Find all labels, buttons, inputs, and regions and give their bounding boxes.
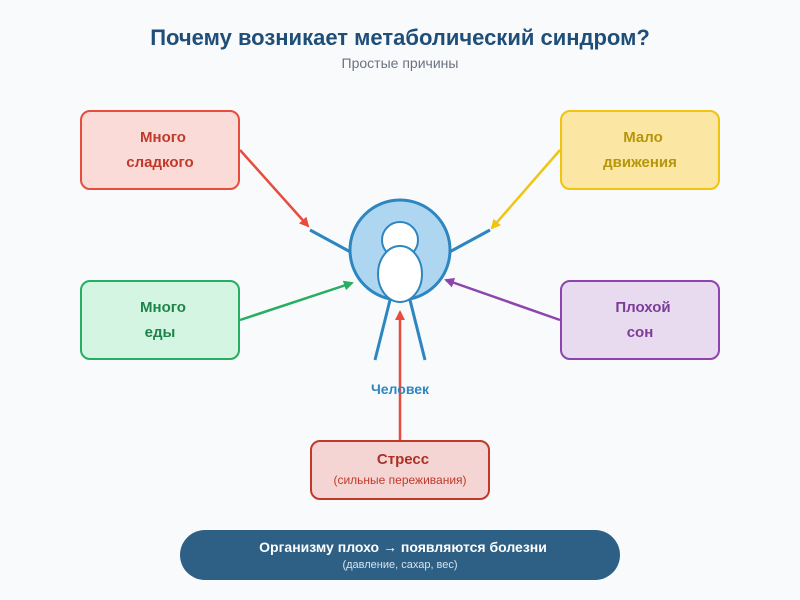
- arrow-motion: [490, 149, 561, 230]
- arrow-food: [239, 280, 354, 322]
- cause-food-line1: Много: [134, 295, 186, 320]
- cause-sugar-text1: Много: [140, 129, 186, 146]
- cause-stress-line1: Стресс: [371, 450, 429, 470]
- cause-food-line2: еды: [144, 324, 176, 341]
- cause-stress-box: Стресс (сильные переживания): [310, 440, 490, 500]
- cause-sugar-line2: сладкого: [126, 154, 194, 171]
- cause-motion-line1: Мало: [617, 125, 663, 150]
- person-right-leg: [408, 299, 427, 361]
- result-main-line: Организму плохо → появляются болезни: [253, 537, 547, 557]
- person-left-arm: [309, 228, 357, 257]
- result-text: Организму плохо → появляются болезни: [259, 539, 547, 555]
- arrow-sugar: [239, 149, 310, 228]
- arrow-sleep: [444, 277, 561, 322]
- result-banner: Организму плохо → появляются болезни (да…: [180, 530, 620, 580]
- cause-sleep-line1: Плохой: [609, 295, 670, 320]
- cause-motion-text1: Мало: [623, 129, 663, 146]
- person-body: [377, 245, 423, 303]
- cause-stress-note: (сильные переживания): [333, 473, 467, 487]
- cause-sleep-line2: сон: [626, 324, 654, 341]
- person-right-arm: [443, 228, 491, 257]
- cause-stress-label: Стресс: [376, 451, 430, 468]
- cause-sugar-box: Много сладкого: [80, 110, 240, 190]
- cause-food-box: Много еды: [80, 280, 240, 360]
- cause-sleep-box: Плохой сон: [560, 280, 720, 360]
- cause-sugar-line1: Много: [134, 125, 186, 150]
- person-left-leg: [373, 299, 392, 361]
- page-title: Почему возникает метаболический синдром?: [150, 25, 650, 50]
- cause-motion-box: Мало движения: [560, 110, 720, 190]
- page-subtitle: Простые причины: [341, 55, 459, 71]
- person-figure: [309, 198, 491, 361]
- person-label: Человек: [370, 381, 430, 397]
- cause-food-text1: Много: [140, 299, 186, 316]
- cause-sleep-text1: Плохой: [615, 299, 671, 316]
- cause-motion-line2: движения: [603, 154, 677, 171]
- result-note: (давление, сахар, вес): [342, 559, 458, 571]
